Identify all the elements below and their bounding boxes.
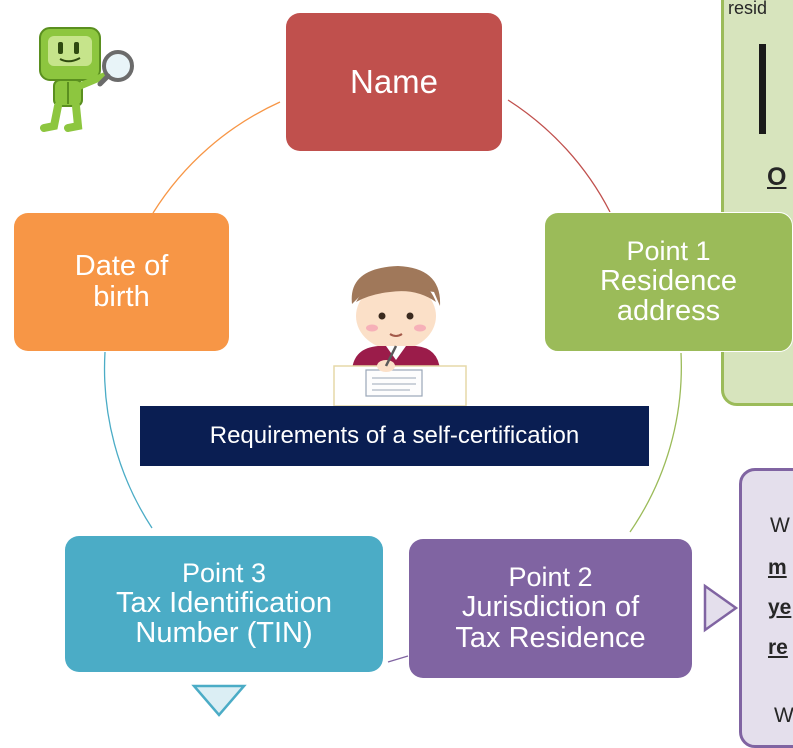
green-panel-text: resid (728, 0, 768, 18)
green-panel-underlined-text: O (767, 163, 787, 191)
point3-tin-node: Point 3 Tax Identification Number (TIN) (65, 536, 383, 672)
point1-label: Point 1 (626, 235, 711, 266)
arc-point3-to-dob (103, 351, 153, 529)
point3-label: Point 3 (181, 557, 267, 588)
point1-line-2: address (616, 295, 721, 328)
cycle-ring (103, 99, 682, 663)
arc-point1-to-point2 (629, 352, 682, 533)
purple-panel-line-3: ye (768, 596, 792, 619)
date-of-birth-line-1: Date of (74, 250, 169, 283)
green-panel-bar (759, 44, 766, 134)
arc-name-to-point1 (507, 99, 611, 213)
self-certification-caption: Requirements of a self-certification (140, 406, 649, 466)
purple-panel-line-5: W (774, 704, 793, 727)
purple-panel-line-2: m (768, 556, 787, 579)
point2-label: Point 2 (508, 562, 593, 593)
purple-panel-line-4: re (768, 636, 788, 659)
arrow-right-icon (703, 583, 739, 633)
mascot-magnifier-icon (39, 27, 134, 132)
point3-line-1: Tax Identification (115, 586, 332, 619)
arc-dob-to-name (152, 101, 281, 214)
point1-residence-address-node: Point 1 Residence address (544, 212, 793, 352)
point3-line-2: Number (TIN) (135, 617, 313, 650)
name-node-label: Name (349, 62, 439, 100)
arrow-down-icon (191, 684, 247, 717)
purple-panel-line-1: W (770, 514, 790, 537)
date-of-birth-node: Date of birth (14, 213, 229, 351)
date-of-birth-line-2: birth (93, 281, 150, 313)
point2-line-2: Tax Residence (455, 621, 646, 654)
point1-line-1: Residence (599, 264, 738, 297)
name-node: Name (286, 13, 502, 151)
person-writing-icon (333, 266, 467, 407)
purple-info-panel (739, 468, 793, 748)
arc-point2-to-point3 (387, 655, 409, 663)
point2-jurisdiction-node: Point 2 Jurisdiction of Tax Residence (409, 539, 692, 678)
point2-line-1: Jurisdiction of (461, 591, 640, 624)
